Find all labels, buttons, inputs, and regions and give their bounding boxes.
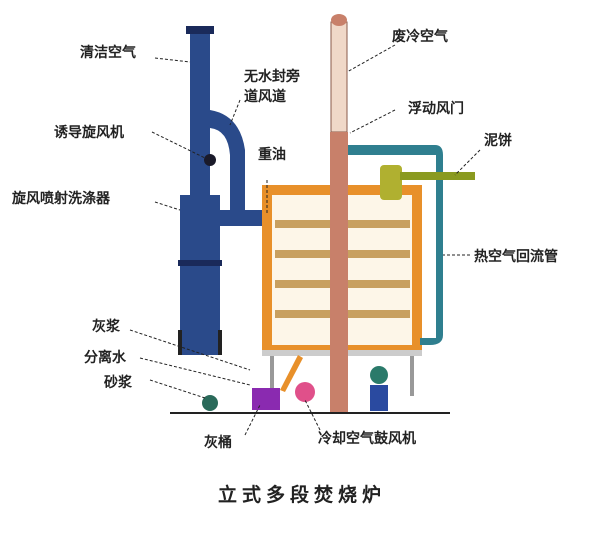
label-heavy-oil: 重油: [258, 147, 286, 163]
label-mortar: 砂浆: [104, 375, 132, 391]
label-bypass-line2: 道风道: [244, 89, 286, 105]
label-cyclone-scrubber: 旋风喷射洗涤器: [12, 191, 110, 207]
sludge-feeder: [380, 165, 475, 200]
diagram-title: 立式多段焚烧炉: [218, 484, 387, 506]
pump: [202, 395, 218, 411]
label-floating-damper: 浮动风门: [408, 101, 464, 117]
label-separated-water: 分离水: [84, 350, 126, 366]
ash-bin-shape: [252, 388, 280, 410]
scrubber-stack: [178, 26, 265, 355]
label-hot-air-return: 热空气回流管: [474, 249, 558, 265]
label-ash-slurry: 灰浆: [92, 319, 120, 335]
label-ash-bin: 灰桶: [204, 435, 232, 451]
label-sludge-cake: 泥饼: [484, 133, 512, 149]
central-shaft: [330, 14, 348, 412]
label-waste-cooling-air: 废冷空气: [392, 29, 448, 45]
label-cooling-air-blower: 冷却空气鼓风机: [318, 431, 416, 447]
label-clean-air: 清洁空气: [80, 45, 136, 61]
label-induced-fan: 诱导旋风机: [54, 125, 124, 141]
blower-shape: [295, 382, 315, 402]
label-bypass-line1: 无水封旁: [244, 69, 300, 85]
